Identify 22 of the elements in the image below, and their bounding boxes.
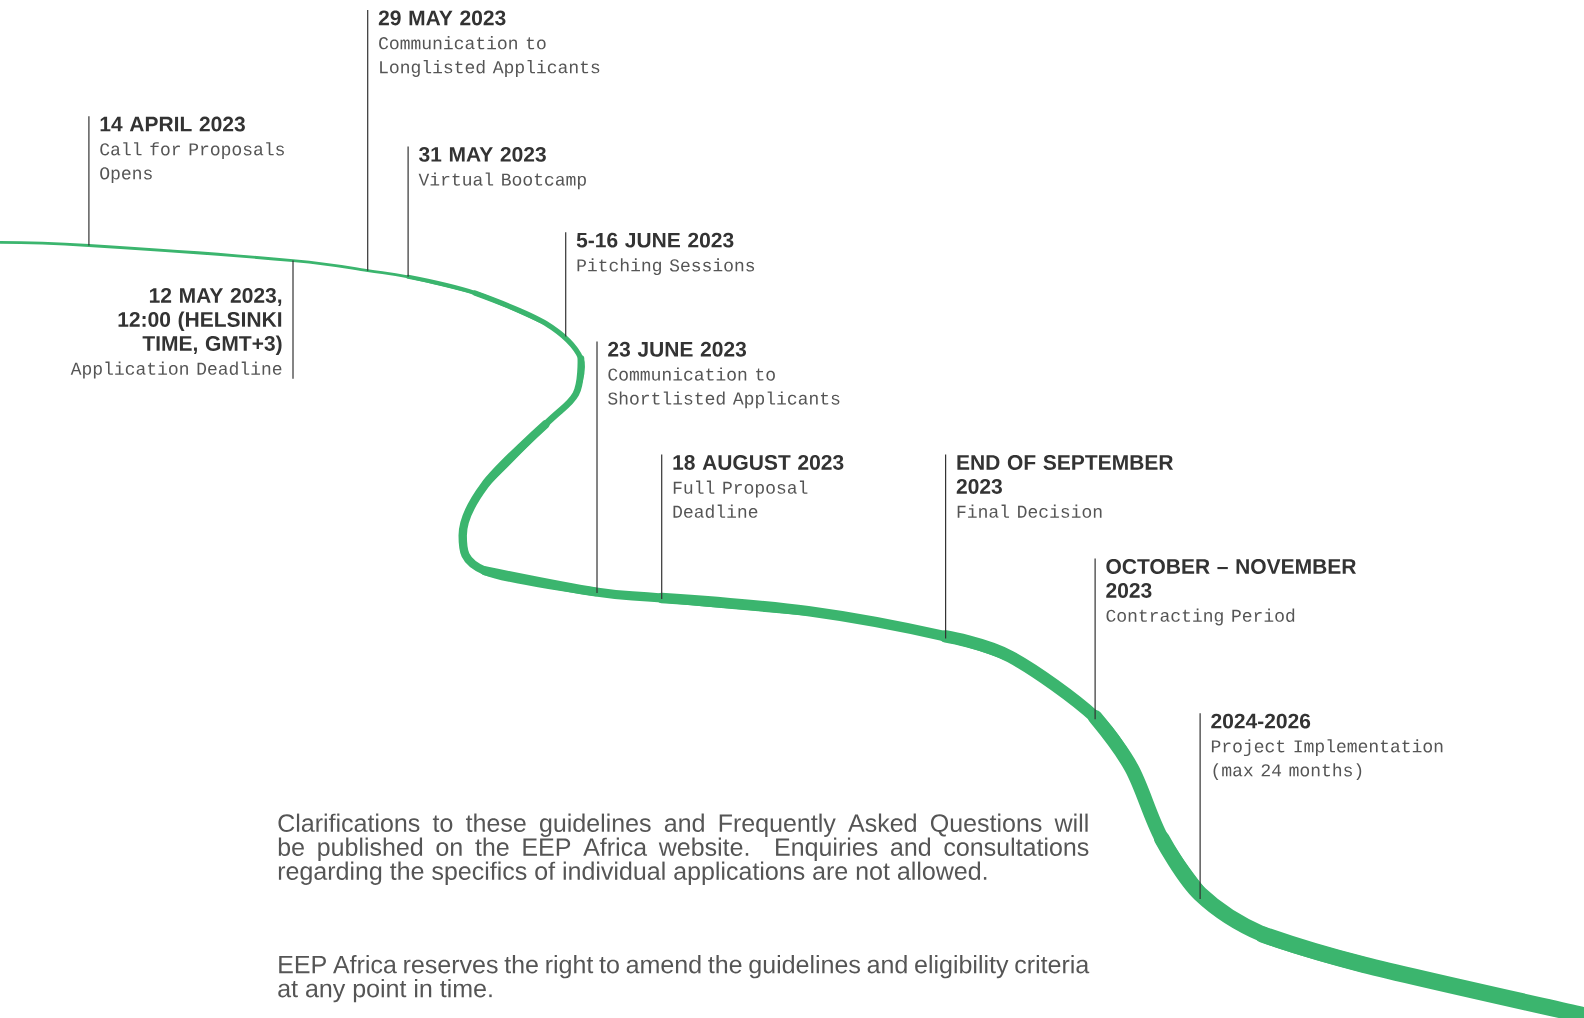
leader-line (596, 340, 598, 594)
leader-line (292, 260, 294, 380)
leader-line (661, 454, 663, 600)
paragraph-text: Clarifications to these guidelines and Frequently Asked Questions will be published on the EEP Africa website. Enquiries and consultations regarding the specifics of individual applications are not allowed. (278, 813, 1089, 885)
leader-line (1199, 712, 1201, 900)
leader-line (407, 145, 409, 278)
milestone-text: 31 MAY 2023 Virtual Bootcamp (418, 146, 586, 190)
leader-line (945, 454, 947, 639)
leader-line (367, 9, 369, 272)
milestone-text: OCTOBER – NOVEMBER 2023 Contracting Period (1106, 559, 1356, 626)
milestone-text: 23 JUNE 2023 Communication to Shortlisted Applicants (608, 341, 840, 409)
leader-line (88, 115, 90, 247)
paragraph-text: EEP Africa reserves the right to amend the guidelines and eligibility criteria at any point in time. (278, 955, 1090, 1003)
milestone-text: 5-16 JUNE 2023 Pitching Sessions (576, 232, 755, 276)
milestone-text: 14 APRIL 2023 Call for Proposals Opens (100, 116, 284, 183)
milestone-text: 2024-2026 Project Implementation (max 24 months) (1211, 713, 1443, 780)
milestone-text: 29 MAY 2023 Communication to Longlisted Applicants (378, 10, 600, 77)
milestone-text: 12 MAY 2023, 12:00 (HELSINKI TIME, GMT+3) Application Deadline (70, 288, 282, 379)
milestone-text: 18 AUGUST 2023 Full Proposal Deadline (673, 455, 844, 518)
milestone-text: END OF SEPTEMBER 2023 Final Decision (956, 455, 1174, 518)
leader-line (1094, 558, 1096, 720)
leader-line (565, 231, 567, 337)
